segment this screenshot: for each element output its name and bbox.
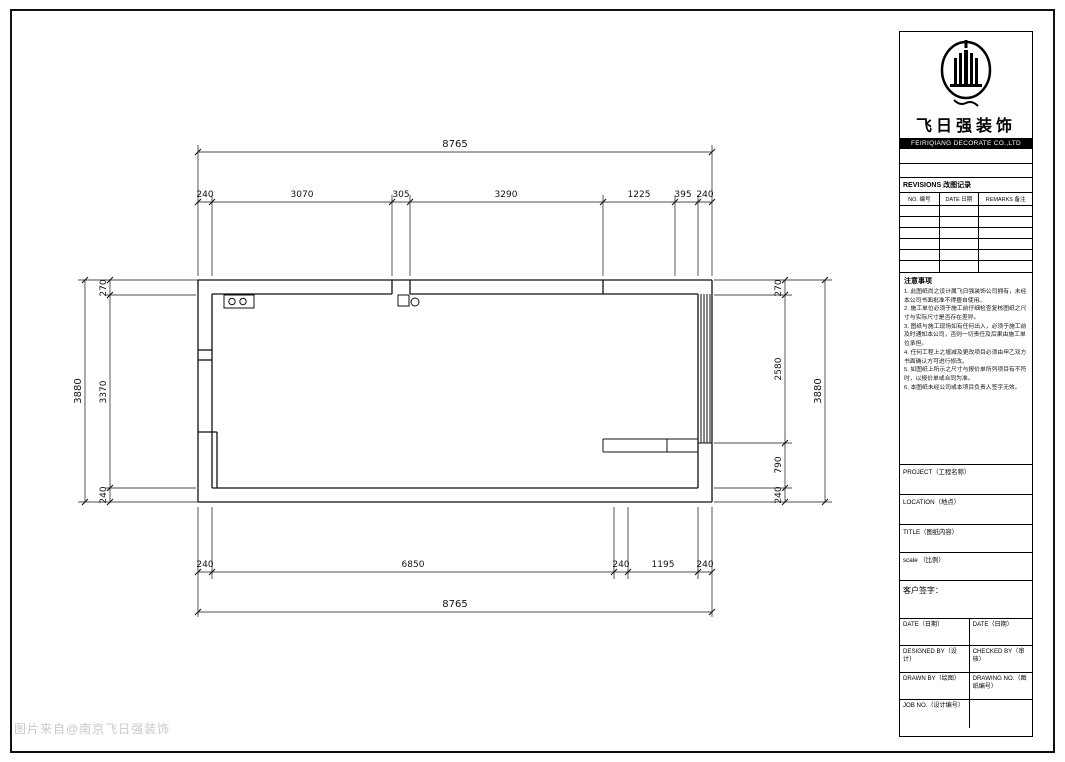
row-job-no: JOB NO.（设计编号） xyxy=(900,700,1032,728)
field-job-no: JOB NO.（设计编号） xyxy=(903,702,964,709)
svg-text:240: 240 xyxy=(196,190,213,200)
svg-text:270: 270 xyxy=(99,279,109,296)
svg-text:3880: 3880 xyxy=(813,378,824,403)
revisions-col-date: DATE 日期 xyxy=(940,193,980,205)
svg-text:395: 395 xyxy=(674,190,691,200)
field-designed-by: DESIGNED BY（设计） xyxy=(903,648,957,663)
window-hatch xyxy=(698,294,712,444)
company-name-cn: 飞日强装饰 xyxy=(915,118,1016,135)
svg-text:3290: 3290 xyxy=(495,190,518,200)
field-project: PROJECT（工程名称） xyxy=(900,465,1032,495)
field-title: TITLE（图纸内容） xyxy=(900,525,1032,553)
field-job-no-value xyxy=(968,700,1032,728)
dim-top-sub-labels: 240 3070 305 3290 1225 395 240 xyxy=(196,190,713,200)
company-logo-icon xyxy=(940,40,992,107)
field-customer-signature: 客户签字： xyxy=(900,581,1032,619)
svg-text:240: 240 xyxy=(612,560,629,570)
revisions-col-remarks: REMARKS 备注 xyxy=(985,197,1026,203)
field-drawn-by: DRAWN BY（绘图） xyxy=(903,675,960,682)
svg-text:3370: 3370 xyxy=(99,380,109,403)
dimension-left xyxy=(78,276,198,506)
dim-bottom-total: 8765 xyxy=(442,599,467,610)
field-date-left: DATE（日期） xyxy=(903,621,944,628)
svg-text:1225: 1225 xyxy=(628,190,651,200)
notes-section: 注意事项 1. 此图纸尚之设计属飞日强装饰公司拥有，未经本公司书面批准不得擅自使… xyxy=(900,273,1032,465)
dimension-bottom-sub xyxy=(194,507,716,617)
titleblock-spacer xyxy=(900,164,1032,178)
svg-text:240: 240 xyxy=(774,486,784,503)
revisions-col-no: NO. 编号 xyxy=(900,193,940,205)
field-drawing-no: DRAWING NO.（图纸编号） xyxy=(968,673,1032,699)
field-scale: scale （比例） xyxy=(900,553,1032,581)
dimension-top-total xyxy=(194,145,716,276)
ledge xyxy=(602,438,698,453)
dim-right-labels: 270 2580 790 240 3880 xyxy=(774,279,824,503)
notes-title: 注意事项 xyxy=(904,278,932,285)
svg-text:2580: 2580 xyxy=(774,357,784,380)
note-item: 1. 此图纸尚之设计属飞日强装饰公司拥有，未经本公司书面批准不得擅自使用。 xyxy=(904,289,1027,304)
svg-text:305: 305 xyxy=(392,190,409,200)
watermark-text: 图片来自@南京飞日强装饰 xyxy=(14,722,171,736)
note-item: 6. 本图纸未经公司或本项目负责人签字无效。 xyxy=(904,384,1021,391)
note-item: 2. 施工单位必须于施工前仔细检查复核图纸之尺寸与实际尺寸是否存在差异。 xyxy=(904,306,1027,322)
revisions-header: REVISIONS 改图记录 xyxy=(900,178,1032,193)
svg-text:6850: 6850 xyxy=(402,560,425,570)
svg-text:3880: 3880 xyxy=(73,378,84,403)
dimension-top-sub xyxy=(194,195,716,276)
sheet-border: 8765 240 3070 305 xyxy=(10,9,1055,753)
svg-text:1195: 1195 xyxy=(652,560,675,570)
row-drawn-drawingno: DRAWN BY（绘图） DRAWING NO.（图纸编号） xyxy=(900,673,1032,700)
field-location: LOCATION（地点） xyxy=(900,495,1032,525)
title-block: 飞日强装饰 FEIRIQIANG DECORATE CO.,LTD REVISI… xyxy=(899,31,1033,737)
note-item: 3. 图纸与施工现场如有任何出入，必须于施工前及时通知本公司，否则一切责任及后果… xyxy=(904,323,1027,348)
revisions-column-headers: NO. 编号 DATE 日期 REMARKS 备注 xyxy=(900,193,1032,206)
note-item: 4. 任何工程上之增减及更改项目必须由甲乙双方书面确认方可进行修改。 xyxy=(904,349,1027,365)
dim-left-labels: 3880 270 3370 240 xyxy=(73,279,109,503)
svg-text:240: 240 xyxy=(696,560,713,570)
svg-text:240: 240 xyxy=(696,190,713,200)
note-item: 5. 如图纸上所示之尺寸与报价单所列项目有不符时，以报价单或合同为准。 xyxy=(904,367,1027,382)
revisions-empty-rows xyxy=(900,206,1032,272)
field-checked-by: CHECKED BY（审核） xyxy=(968,646,1032,672)
dim-top-total: 8765 xyxy=(442,139,467,150)
svg-text:270: 270 xyxy=(774,279,784,296)
svg-text:240: 240 xyxy=(99,486,109,503)
svg-text:240: 240 xyxy=(196,560,213,570)
revisions-table: REVISIONS 改图记录 NO. 编号 DATE 日期 REMARKS 备注 xyxy=(900,178,1032,273)
floor-plan: 8765 240 3070 305 xyxy=(73,139,832,617)
wall-outline xyxy=(197,279,713,503)
dimension-right xyxy=(714,276,832,506)
dimension-bottom-total xyxy=(194,608,716,616)
svg-text:3070: 3070 xyxy=(291,190,314,200)
company-name-en: FEIRIQIANG DECORATE CO.,LTD xyxy=(900,138,1032,149)
field-date-right: DATE（日期） xyxy=(968,619,1032,645)
svg-text:790: 790 xyxy=(774,456,784,473)
interior-fixtures xyxy=(223,294,420,309)
row-designed-checked: DESIGNED BY（设计） CHECKED BY（审核） xyxy=(900,646,1032,673)
company-header: 飞日强装饰 FEIRIQIANG DECORATE CO.,LTD xyxy=(900,32,1032,164)
row-dates: DATE（日期） DATE（日期） xyxy=(900,619,1032,646)
dim-bottom-sub-labels: 240 6850 240 1195 240 xyxy=(196,560,713,570)
